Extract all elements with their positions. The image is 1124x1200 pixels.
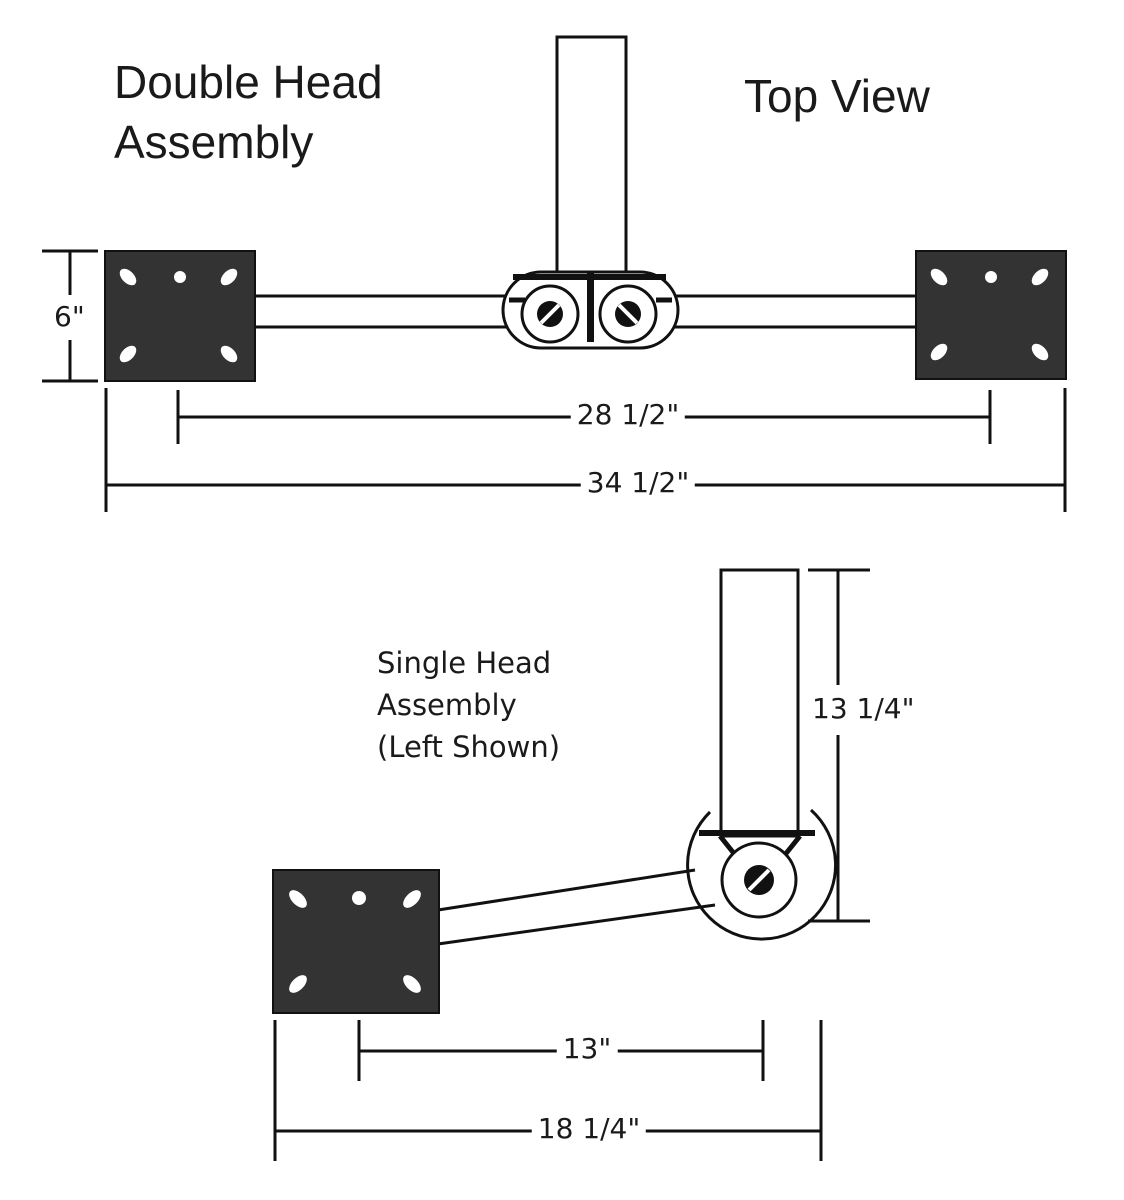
double-center-hub [501,270,680,350]
dim-plate-height-lines [42,249,98,383]
dim-double-overall: 34 1/2" [580,466,696,499]
top-view-label: Top View [744,70,930,122]
single-head-assembly [272,568,870,1161]
double-plate-left [104,250,256,382]
double-arm-left [255,294,520,329]
double-title-line2: Assembly [114,116,314,168]
double-hub-bolt-right [598,284,658,344]
single-title-line3: (Left Shown) [377,730,561,764]
dim-plate-height: 6" [52,300,87,333]
single-vertical-post [719,568,800,838]
dim-single-overall: 18 1/4" [531,1112,647,1145]
single-plate [272,869,440,1014]
single-title-line2: Assembly [377,688,517,722]
double-plate-right [915,250,1067,380]
dim-single-post-height: 13 1/4" [810,692,917,725]
single-arm [437,868,716,946]
dim-single-post-height-lines [808,568,870,923]
double-head-assembly [42,35,1067,512]
dim-double-hole-span: 28 1/2" [570,398,686,431]
double-arm-right [665,294,917,329]
single-hub [686,808,838,941]
dim-single-hole-span: 13" [556,1032,618,1065]
single-title-line1: Single Head [377,646,552,680]
double-title-line1: Double Head [114,56,383,108]
double-hub-bolt-left [520,284,580,344]
double-vertical-post [555,35,628,282]
